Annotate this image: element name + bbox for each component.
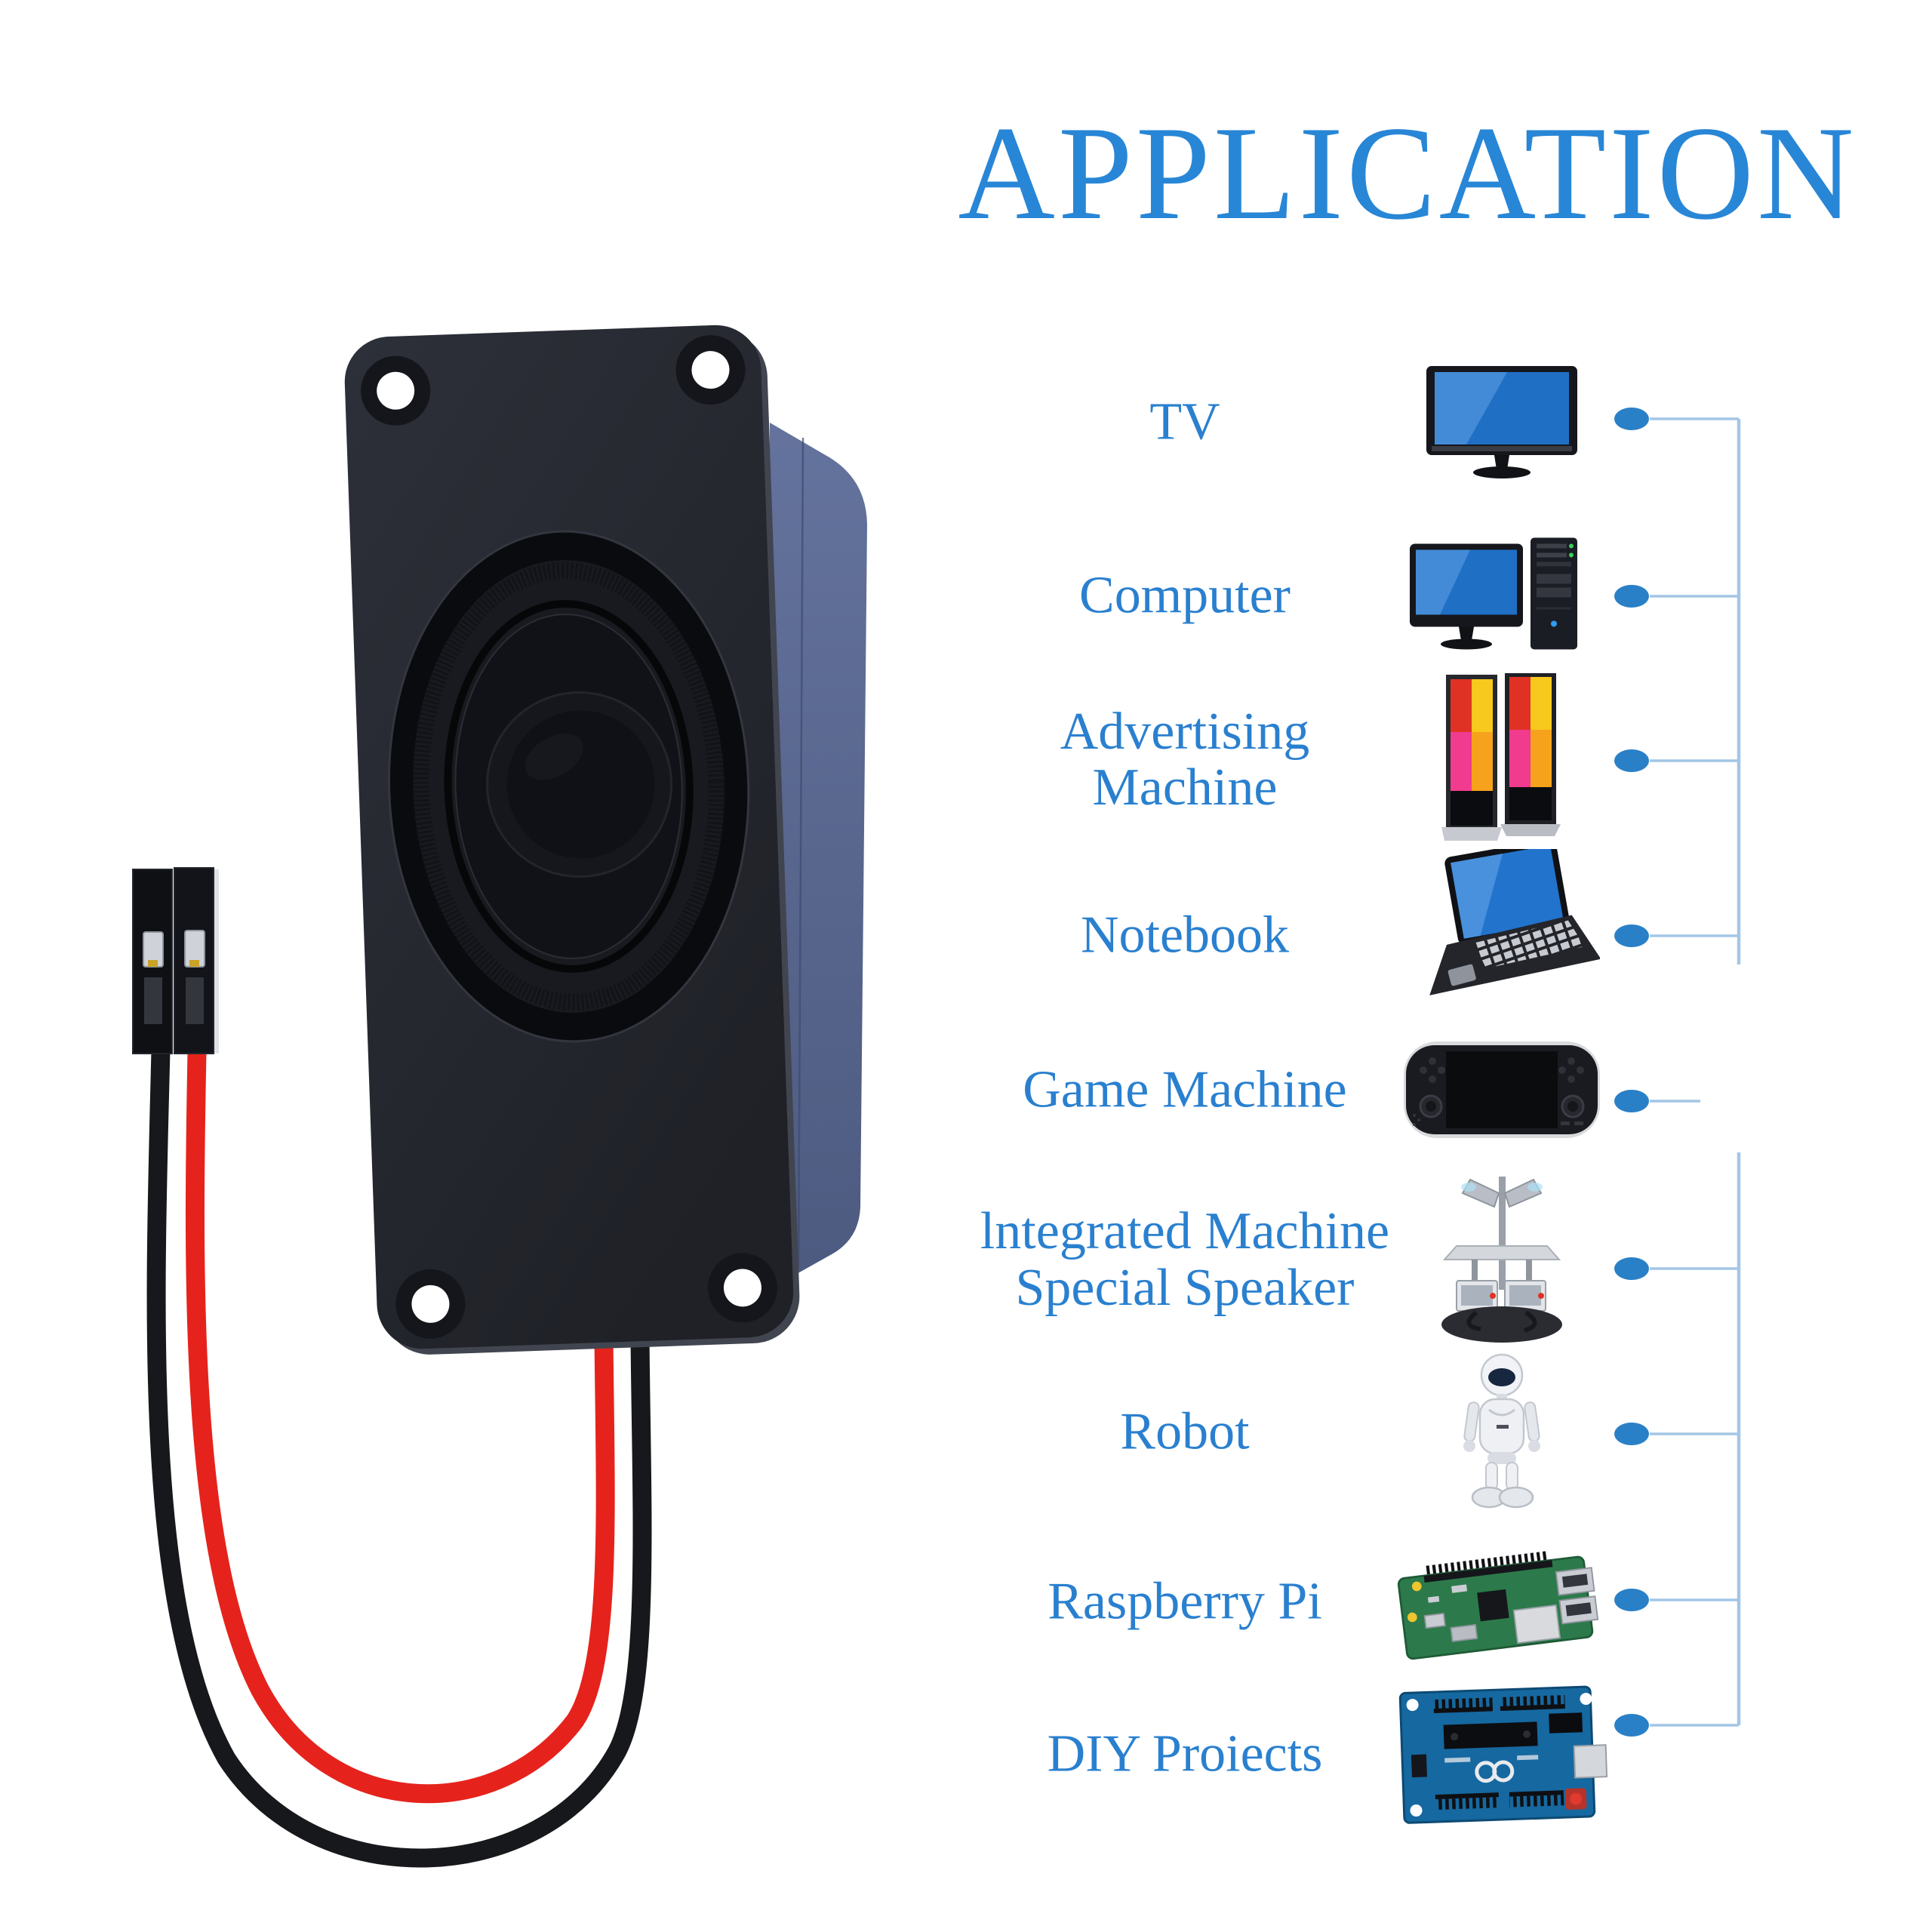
speaker-lead-wires (146, 1041, 652, 1868)
speaker-rear-enclosure (770, 423, 867, 1289)
robot-icon (1463, 1353, 1540, 1508)
list-item-diy-projects: DIY Proiects (891, 1679, 1932, 1830)
two-pin-connector (132, 867, 219, 1054)
list-item-raspberry-pi: Raspberry Pi (891, 1532, 1932, 1672)
list-item-notebook: Notebook (891, 845, 1932, 1026)
item-label: Notebook (1080, 906, 1290, 964)
desktop-computer-icon (1409, 537, 1577, 650)
arduino-board-icon (1398, 1685, 1607, 1824)
red-wire (185, 1043, 615, 1804)
item-label: Computer (1079, 566, 1291, 625)
list-item-advertising-machine: Advertising Machine (891, 668, 1932, 853)
list-item-game-machine: Game Machine (891, 1038, 1932, 1143)
page-title: APPLICATION (958, 98, 1857, 248)
speaker-cone (387, 530, 750, 1043)
list-item-robot: Robot (891, 1351, 1932, 1513)
list-item-integrated-machine: lntegrated Machine Special Speaker (891, 1174, 1932, 1347)
item-label: DIY Proiects (1047, 1724, 1323, 1783)
speaker-front (344, 325, 800, 1355)
raspberry-pi-board-icon (1397, 1550, 1599, 1660)
item-label: lntegrated Machine Special Speaker (980, 1202, 1390, 1317)
advertising-machine-icon (1441, 672, 1561, 841)
mounting-plate (344, 325, 794, 1349)
list-item-computer: Computer (891, 521, 1932, 672)
tv-icon (1426, 366, 1577, 478)
item-label: Game Machine (1023, 1060, 1347, 1119)
notebook-laptop-icon (1429, 849, 1600, 995)
item-label: Robot (1120, 1402, 1250, 1461)
item-label: Advertising Machine (1060, 702, 1310, 817)
dust-cap-ring (486, 691, 673, 878)
item-label: TV (1149, 392, 1220, 451)
item-label: Raspberry Pi (1048, 1572, 1322, 1631)
integrated-machine-icon (1441, 1177, 1562, 1343)
speaker-product-photo (132, 325, 867, 1868)
mounting-holes (361, 335, 777, 1339)
handheld-game-console-icon (1404, 1041, 1600, 1138)
list-item-tv: TV (891, 347, 1932, 498)
black-wire (146, 1041, 652, 1868)
dust-cap (506, 710, 655, 859)
application-list: TV Computer (891, 0, 1932, 1932)
plate-edge-bevel (351, 331, 800, 1355)
